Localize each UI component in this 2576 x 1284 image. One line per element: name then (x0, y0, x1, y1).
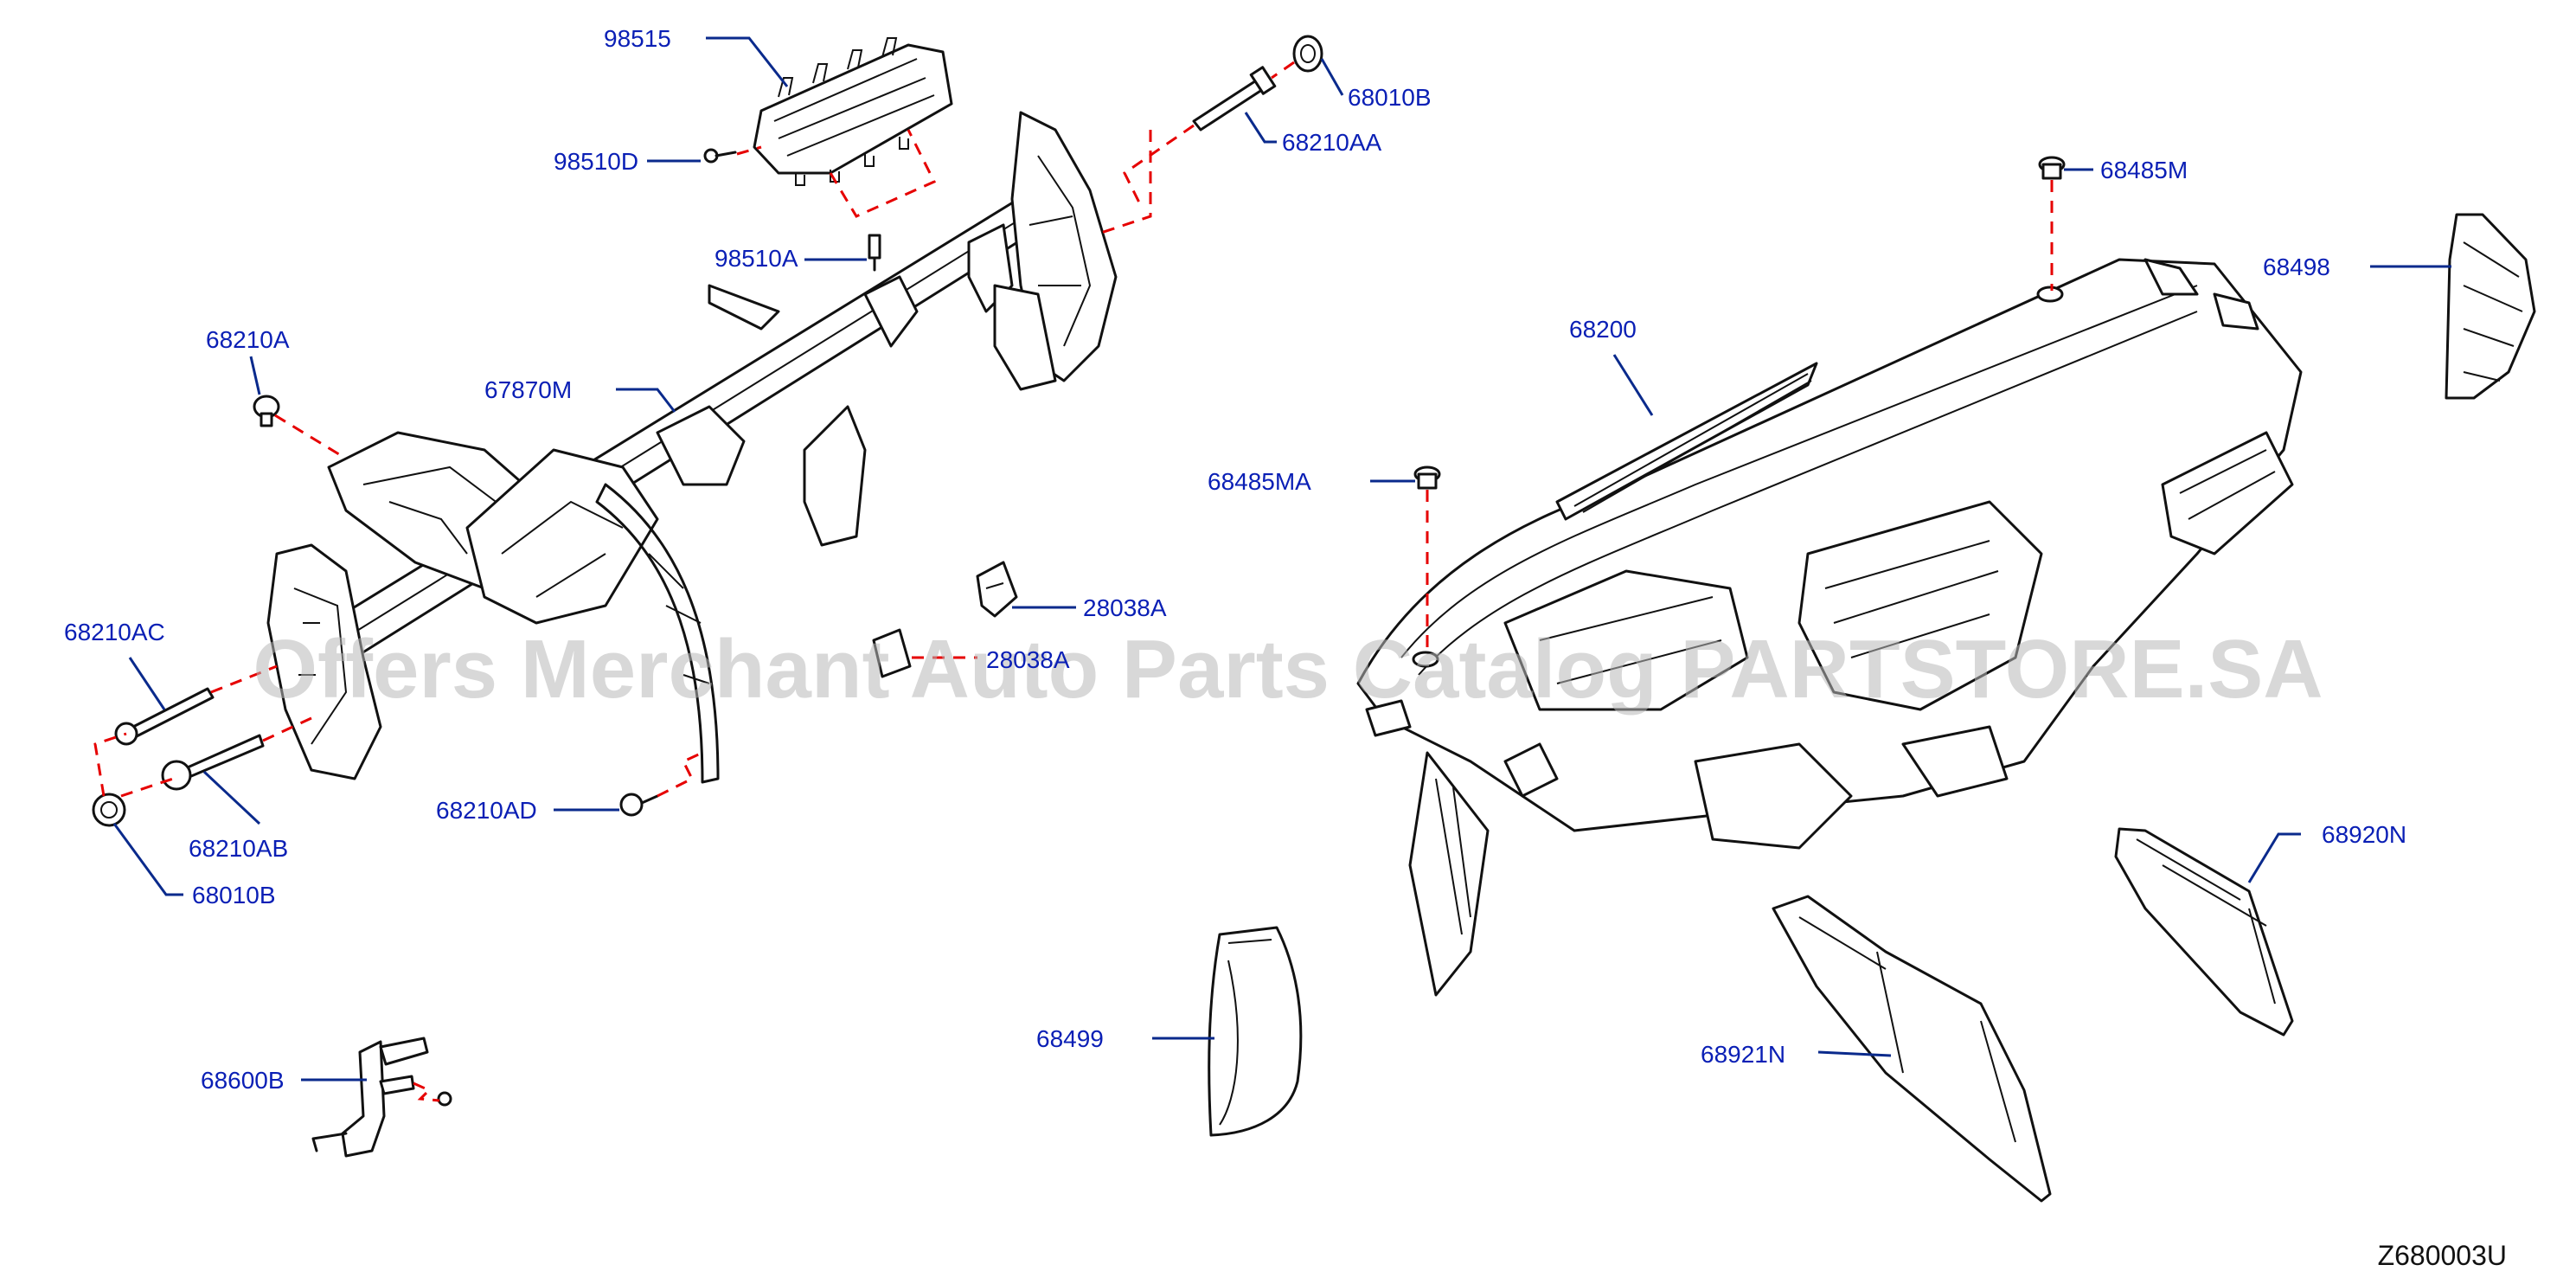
label-68600B[interactable]: 68600B (201, 1067, 285, 1094)
label-68210A[interactable]: 68210A (206, 326, 290, 353)
screw-98510D (703, 148, 737, 164)
label-68920N[interactable]: 68920N (2322, 821, 2406, 848)
label-68210AA[interactable]: 68210AA (1282, 129, 1382, 156)
bolt-68210AB (161, 734, 265, 791)
finisher-68920N (2114, 827, 2294, 1037)
leader-68010B-top (1320, 58, 1344, 96)
label-68921N[interactable]: 68921N (1701, 1041, 1785, 1068)
label-68010B-top[interactable]: 68010B (1348, 84, 1432, 111)
leader-68200 (1612, 354, 1654, 416)
bolt-68210AA (1192, 66, 1277, 132)
dash-68210AD (657, 751, 703, 798)
instrument-panel-68200 (1356, 258, 2303, 997)
watermark-text: Offers Merchant Auto Parts Catalog PARTS… (253, 623, 2323, 716)
bracket-68600B (311, 1037, 429, 1158)
bolt-68210A (253, 395, 280, 427)
clip-68485M (2038, 156, 2066, 180)
side-lid-68499 (1208, 926, 1303, 1137)
dash-98510D-to-airbag (736, 145, 762, 156)
diagram-id: Z680003U (2378, 1240, 2507, 1271)
bracket-28038A (976, 561, 1018, 618)
bracket-28038A-lower (872, 628, 912, 678)
clip-68485MA (1413, 465, 1441, 490)
screw-68600B (437, 1091, 452, 1107)
label-68485M[interactable]: 68485M (2100, 157, 2188, 183)
airbag-module-98515 (753, 37, 953, 186)
leader-68210A (249, 356, 261, 395)
label-68499[interactable]: 68499 (1036, 1025, 1104, 1052)
leader-68210AC (128, 657, 166, 710)
dash-left-bolts (93, 664, 312, 798)
steering-member-67870M (266, 111, 1118, 784)
leader-68920N (2247, 832, 2301, 883)
dash-68210A (274, 414, 347, 460)
label-28038A-lower[interactable]: 28038A (986, 646, 1070, 673)
label-98515[interactable]: 98515 (604, 25, 671, 52)
cap-68010B-bottom (92, 793, 126, 827)
stud-98510A (868, 234, 881, 272)
leader-68210AA (1244, 112, 1277, 144)
dash-68600B (413, 1082, 440, 1102)
side-lid-68498 (2445, 213, 2536, 400)
bolt-68210AC (114, 687, 215, 746)
dash-airbag-to-rail (829, 129, 937, 218)
leader-98515 (706, 36, 789, 87)
leader-68010B-bottom (112, 823, 183, 896)
label-68010B-bottom[interactable]: 68010B (192, 882, 276, 908)
label-68498[interactable]: 68498 (2263, 254, 2330, 280)
label-68210AD[interactable]: 68210AD (436, 797, 537, 824)
label-98510D[interactable]: 98510D (554, 148, 638, 175)
dash-right-bolt (1098, 61, 1295, 235)
leader-67870M (616, 388, 676, 413)
glovebox-lid-68921N (1772, 895, 2052, 1203)
leader-lines (112, 36, 2451, 1082)
label-68485MA[interactable]: 68485MA (1208, 468, 1311, 495)
leader-68210AB (202, 770, 261, 825)
bolt-68210AD (619, 793, 659, 817)
label-28038A[interactable]: 28038A (1083, 594, 1167, 621)
label-67870M[interactable]: 67870M (484, 376, 572, 403)
label-98510A[interactable]: 98510A (714, 245, 798, 272)
label-68210AC[interactable]: 68210AC (64, 619, 165, 645)
label-68210AB[interactable]: 68210AB (189, 835, 288, 862)
cap-68010B-top (1292, 35, 1323, 73)
part-labels: 98515 98510D 98510A 68010B 68210AA 68485… (64, 25, 2406, 1094)
leader-68921N (1817, 1050, 1892, 1057)
label-68200[interactable]: 68200 (1569, 316, 1637, 343)
